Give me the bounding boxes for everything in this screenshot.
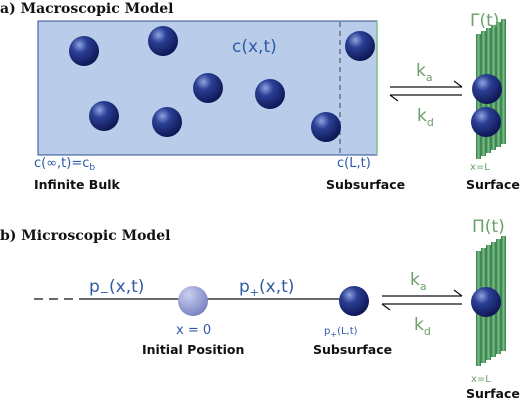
adsorbed-molecule-b <box>471 287 501 317</box>
molecule <box>148 26 178 56</box>
surface-label-b: Surface <box>466 386 520 401</box>
molecule <box>311 112 341 142</box>
subsurface-conc-a: c(L,t) <box>337 156 371 171</box>
rate-kd-b: kd <box>414 315 431 338</box>
surface-quantity-a: Γ(t) <box>470 11 499 31</box>
subsurface-label-b: Subsurface <box>313 342 392 357</box>
concentration-label: c(x,t) <box>232 37 277 57</box>
panel-b-header: b) Microscopic Model <box>0 228 170 244</box>
surface-label-a: Surface <box>466 177 520 192</box>
rate-kd-a: kd <box>417 106 434 129</box>
rate-ka-a: ka <box>416 61 433 84</box>
surface-quantity-b: Π(t) <box>472 217 505 237</box>
subsurface-molecule <box>339 286 369 316</box>
exchange-arrows-a <box>389 80 463 102</box>
initial-position-molecule <box>178 286 208 316</box>
molecule <box>69 36 99 66</box>
origin-label: x = 0 <box>176 323 211 338</box>
adsorbed-molecule <box>472 74 502 104</box>
p-minus-label: p−(x,t) <box>89 277 144 299</box>
molecule <box>152 107 182 137</box>
molecule <box>255 79 285 109</box>
bulk-condition: c(∞,t)=cb <box>34 156 95 173</box>
subsurface-label-a: Subsurface <box>326 177 405 192</box>
p-plus-label: p+(x,t) <box>239 277 294 299</box>
bulk-label: Infinite Bulk <box>34 177 121 192</box>
molecule <box>345 31 375 61</box>
position-label-b: x=L <box>471 374 491 385</box>
molecule <box>193 73 223 103</box>
p-plus-L-label: p+(L,t) <box>324 326 358 339</box>
panel-a-header: a) Macroscopic Model <box>0 1 173 17</box>
initial-position-label: Initial Position <box>142 342 244 357</box>
rate-ka-b: ka <box>410 270 427 293</box>
molecule <box>89 101 119 131</box>
position-label-a: x=L <box>470 162 490 173</box>
adsorbed-molecule <box>471 107 501 137</box>
exchange-arrows-b <box>381 289 463 311</box>
